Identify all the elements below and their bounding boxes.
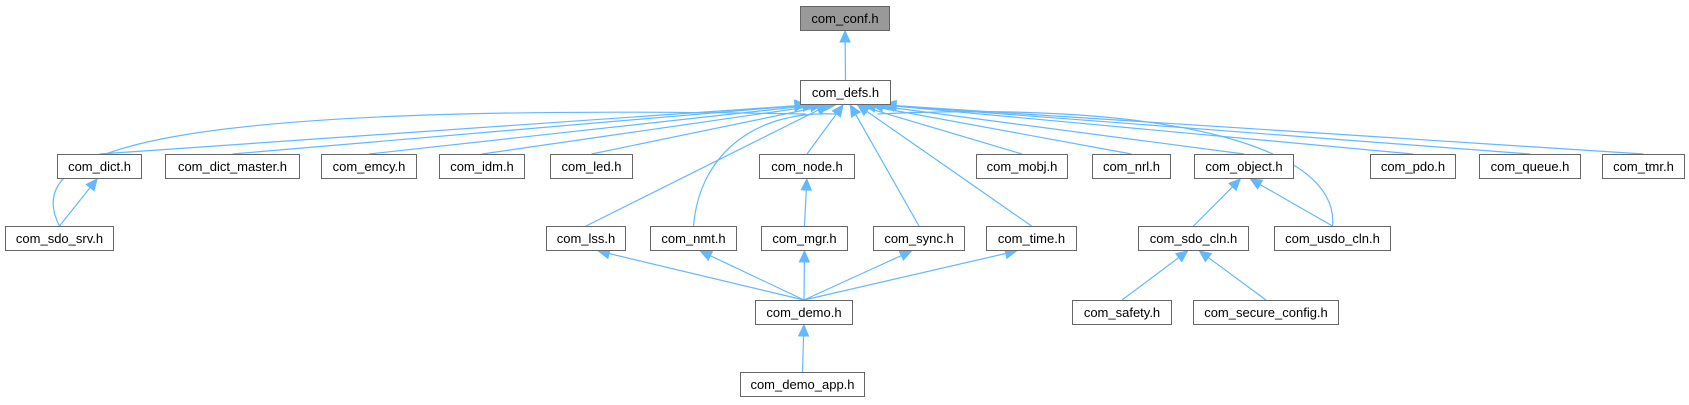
node-com-time[interactable]: com_time.h [986,226,1077,251]
edge-com-queue-to-com-defs [883,100,1531,155]
node-com-sdo-cln[interactable]: com_sdo_cln.h [1138,226,1249,251]
node-com-sdo-srv[interactable]: com_sdo_srv.h [5,226,114,251]
edge-com-sdo-srv-to-com-dict [59,178,98,227]
node-com-queue[interactable]: com_queue.h [1479,154,1581,179]
node-com-demo[interactable]: com_demo.h [755,300,853,325]
node-com-dict-master[interactable]: com_dict_master.h [165,154,300,179]
edge-com-demo-to-com-mgr [798,249,811,301]
edge-com-node-to-com-defs [806,104,844,155]
edge-com-tmr-to-com-defs [883,99,1644,155]
edge-com-demo-to-com-time [803,247,1018,301]
edge-com-pdo-to-com-defs [881,100,1414,155]
edge-arrowhead [699,250,714,262]
node-com-emcy[interactable]: com_emcy.h [321,154,417,179]
edge-arrowhead [898,250,913,262]
edge-arrowhead [797,323,810,337]
node-com-dict[interactable]: com_dict.h [57,154,142,179]
node-com-sync[interactable]: com_sync.h [873,226,965,251]
edge-arrowhead [1249,178,1264,190]
edge-com-led-to-com-defs [591,101,830,155]
node-com-idm[interactable]: com_idm.h [439,154,525,179]
edge-com-demo-to-com-sync [803,250,913,301]
edge-arrowhead [1174,250,1189,263]
edge-arrowhead [831,104,844,118]
edge-com-demo-to-com-nmt [699,250,805,301]
edge-arrowhead [839,29,851,43]
node-com-nmt[interactable]: com_nmt.h [650,226,737,251]
edge-com-sync-to-com-defs [849,103,920,227]
edge-arrowhead [85,178,98,192]
node-com-node[interactable]: com_node.h [759,154,855,179]
edge-com-usdo-cln-to-com-object [1249,178,1333,227]
edge-com-time-to-com-defs [856,104,1032,227]
node-com-lss[interactable]: com_lss.h [546,226,626,251]
node-com-nrl[interactable]: com_nrl.h [1092,154,1171,179]
node-com-object[interactable]: com_object.h [1194,154,1294,179]
node-com-secure-config[interactable]: com_secure_config.h [1193,300,1339,325]
node-com-tmr[interactable]: com_tmr.h [1602,154,1685,179]
node-com-led[interactable]: com_led.h [550,154,633,179]
edge-arrowhead [1228,178,1242,192]
edge-arrowhead [849,103,862,118]
edge-com-mgr-to-com-node [800,177,813,227]
node-com-mobj[interactable]: com_mobj.h [976,154,1068,179]
edge-com-demo-to-com-lss [597,248,805,301]
edge-com-demo-app-to-com-demo [797,323,810,373]
edge-arrowhead [1198,250,1213,263]
node-com-conf[interactable]: com_conf.h [800,6,890,31]
node-com-demo-app[interactable]: com_demo_app.h [740,372,865,397]
edge-com-defs-to-com-conf [839,29,851,81]
node-com-defs[interactable]: com_defs.h [800,80,891,105]
node-com-safety[interactable]: com_safety.h [1072,300,1172,325]
edge-arrowhead [798,249,811,263]
edge-com-secure-config-to-com-sdo-cln [1198,250,1267,301]
edge-arrowhead [856,104,871,117]
node-com-pdo[interactable]: com_pdo.h [1370,154,1456,179]
edge-com-dict-to-com-defs [99,100,808,155]
edge-com-safety-to-com-sdo-cln [1121,250,1189,301]
node-com-usdo-cln[interactable]: com_usdo_cln.h [1274,226,1391,251]
edge-arrowhead [800,177,813,191]
edge-com-sdo-cln-to-com-object [1193,178,1242,227]
node-com-mgr[interactable]: com_mgr.h [761,226,848,251]
